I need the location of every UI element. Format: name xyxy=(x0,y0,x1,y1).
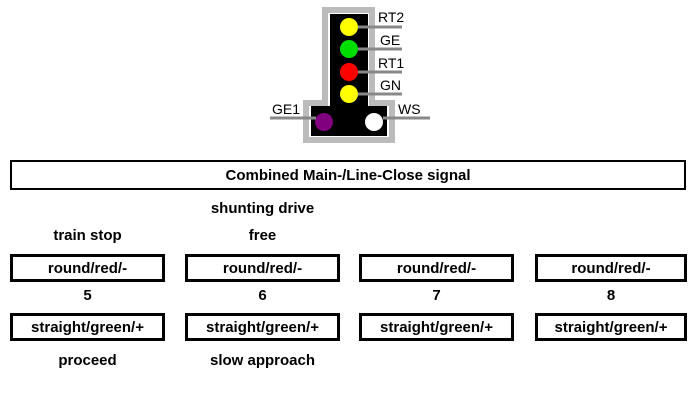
col2-aspect-bottom: straight/green/+ xyxy=(185,313,340,341)
lamp-gn xyxy=(340,85,358,103)
col2-aspect-top-text: round/red/- xyxy=(222,259,303,277)
label-ge: GE xyxy=(380,32,400,48)
signal-diagram: RT2 GE RT1 GN GE1 WS xyxy=(270,7,430,143)
label-rt2: RT2 xyxy=(378,9,404,25)
signal-title-text: Combined Main-/Line-Close signal xyxy=(225,166,471,184)
label-gn: GN xyxy=(380,77,401,93)
col2-aspect-top: round/red/- xyxy=(185,254,340,282)
col1-aspect-bottom: straight/green/+ xyxy=(10,313,165,341)
col4-number: 8 xyxy=(606,287,616,304)
lamp-ge xyxy=(340,40,358,58)
col4-aspect-bottom-text: straight/green/+ xyxy=(554,318,668,336)
col3-number: 7 xyxy=(432,287,441,304)
col2-top-label-line1: shunting drive xyxy=(210,200,315,217)
label-ws: WS xyxy=(398,101,421,117)
col2-top-label: free xyxy=(248,227,277,244)
col3-aspect-top: round/red/- xyxy=(359,254,514,282)
signal-title: Combined Main-/Line-Close signal xyxy=(10,160,686,190)
col3-aspect-bottom: straight/green/+ xyxy=(359,313,514,341)
label-rt1: RT1 xyxy=(378,55,404,71)
col2-number: 6 xyxy=(258,287,267,304)
col2-aspect-bottom-text: straight/green/+ xyxy=(206,318,319,336)
col4-aspect-top: round/red/- xyxy=(535,254,687,282)
col2-bottom-label: slow approach xyxy=(209,352,316,369)
col1-top-label: train stop xyxy=(53,227,122,244)
label-ge1: GE1 xyxy=(272,101,300,117)
lamp-ws xyxy=(365,113,383,131)
col4-aspect-top-text: round/red/- xyxy=(571,259,651,277)
col3-aspect-bottom-text: straight/green/+ xyxy=(380,318,493,336)
col1-number: 5 xyxy=(83,287,92,304)
signal-housing-outline xyxy=(303,7,395,143)
col1-aspect-top: round/red/- xyxy=(10,254,165,282)
lamp-ge1 xyxy=(315,113,333,131)
col3-aspect-top-text: round/red/- xyxy=(396,259,477,277)
lamp-rt1 xyxy=(340,63,358,81)
col1-aspect-bottom-text: straight/green/+ xyxy=(31,318,144,336)
col4-aspect-bottom: straight/green/+ xyxy=(535,313,687,341)
col1-bottom-label: proceed xyxy=(58,352,117,369)
col1-aspect-top-text: round/red/- xyxy=(47,259,128,277)
lamp-rt2 xyxy=(340,18,358,36)
